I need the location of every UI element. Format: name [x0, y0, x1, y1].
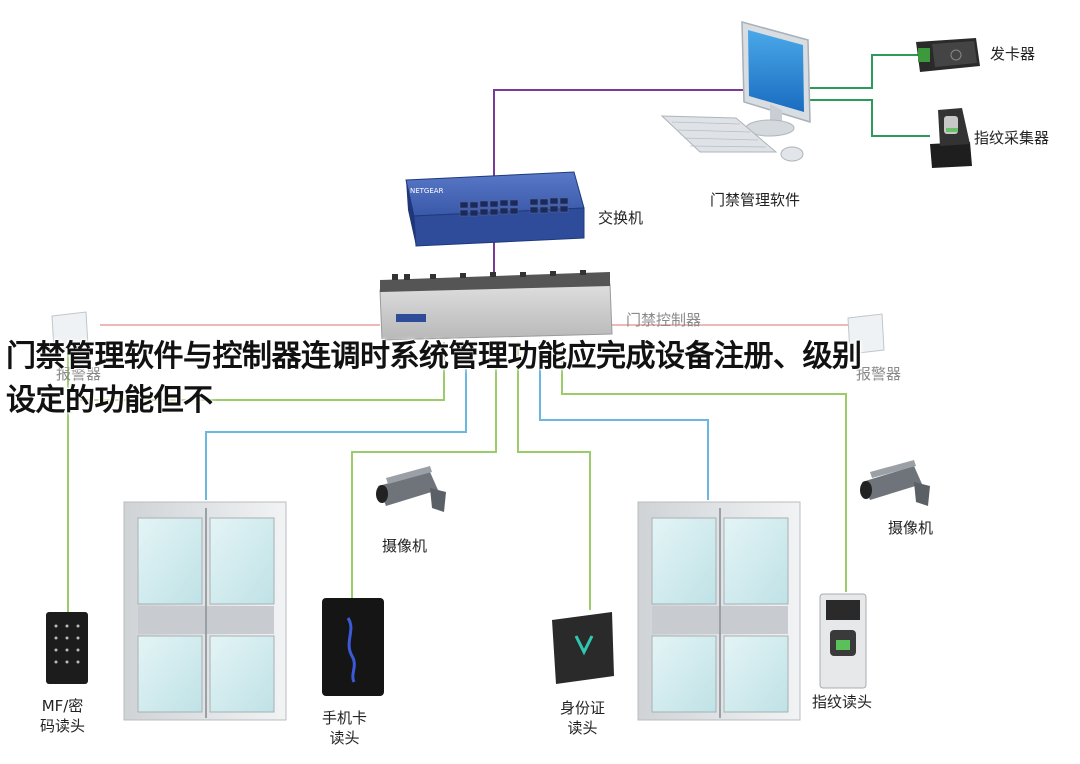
overlay-headline-line2: 设定的功能但不 — [6, 383, 213, 418]
pc-workstation — [660, 21, 811, 162]
usb-line-fingerprint — [810, 99, 930, 137]
label-camera-right: 摄像机 — [888, 519, 934, 537]
label-controller: 门禁控制器 — [626, 311, 702, 329]
network-switch: NETGEAR — [405, 171, 585, 247]
label-mobile-reader: 手机卡 读头 — [322, 708, 367, 749]
line-fingerprint-reader — [561, 342, 847, 592]
usb-line-card-issuer — [810, 54, 918, 89]
card-issuer-device — [916, 38, 980, 72]
line-left-controller — [80, 342, 445, 401]
overlay-headline-line1: 门禁管理软件与控制器连调时系统管理功能应完成设备注册、级别 — [6, 339, 862, 374]
label-card-issuer: 发卡器 — [990, 45, 1036, 63]
mobile-reader-device — [322, 598, 384, 696]
label-mf-reader-line2: 码读头 — [40, 717, 86, 736]
label-mf-reader-line1: MF/密 — [41, 697, 84, 715]
label-mobile-reader-line2: 读头 — [329, 729, 360, 748]
svg-text:NETGEAR: NETGEAR — [410, 187, 444, 195]
label-alarm-left: 报警器 — [56, 365, 102, 383]
access-controller — [379, 270, 613, 341]
line-left-door — [205, 342, 467, 500]
label-id-reader-line2: 读头 — [567, 719, 598, 738]
monitor-stand — [770, 104, 782, 124]
alarm-left-device — [51, 311, 89, 351]
alarm-right-device — [847, 313, 885, 355]
camera-right-device — [860, 460, 930, 506]
fingerprint-reader-device — [819, 593, 867, 689]
label-fingerprint-reader: 指纹读头 — [812, 693, 873, 711]
label-mobile-reader-line1: 手机卡 — [322, 709, 368, 727]
fingerprint-collector-device — [930, 108, 972, 168]
label-fingerprint-collector: 指纹采集器 — [974, 129, 1050, 147]
keyboard — [660, 115, 778, 153]
door-right — [637, 501, 801, 721]
monitor-screen — [748, 30, 804, 112]
ethernet-line-pc — [493, 89, 760, 180]
overlay-headline: 门禁管理软件与控制器连调时系统管理功能应完成设备注册、级别 设定的功能但不 — [6, 335, 1080, 423]
label-alarm-right: 报警器 — [856, 365, 902, 383]
door-left — [123, 501, 287, 721]
label-software: 门禁管理软件 — [710, 191, 801, 209]
mouse — [780, 146, 804, 162]
label-id-reader-line1: 身份证 — [560, 699, 606, 717]
label-camera-left: 摄像机 — [382, 537, 428, 555]
label-switch: 交换机 — [598, 209, 644, 227]
line-id-reader — [517, 342, 591, 610]
line-right-door — [539, 342, 709, 500]
label-id-reader: 身份证 读头 — [560, 698, 605, 739]
camera-left-device — [376, 466, 446, 512]
line-mobile-reader — [351, 342, 497, 598]
label-mf-reader: MF/密 码读头 — [40, 696, 85, 737]
mf-reader-device — [46, 612, 88, 684]
id-reader-device — [552, 612, 614, 684]
connection-lines — [67, 54, 930, 612]
